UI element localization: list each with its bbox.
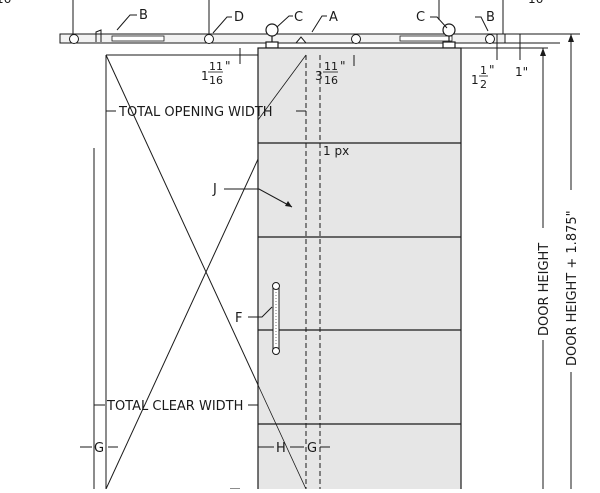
label-d: D: [234, 10, 244, 25]
leader-f: [248, 306, 273, 318]
door-height-arrow: [540, 48, 546, 56]
door-height-label: DOOR HEIGHT: [537, 243, 552, 336]
center-offset-fraction: 3 11 16 ": [315, 59, 346, 87]
center-offset-den: 16: [324, 74, 338, 87]
stopper-a: [294, 36, 308, 44]
door-panel: [257, 47, 462, 493]
door-height-dim-lines: [461, 34, 572, 489]
rail-slot-left: [111, 35, 165, 42]
center-offset-whole: 3: [315, 69, 323, 83]
door-hidden-lines: [305, 55, 321, 489]
center-offset-unit: ": [340, 59, 346, 73]
right-offset-fraction: 1 1 2 ": [471, 63, 495, 91]
label-c-right: C: [416, 10, 425, 25]
leader-j: [224, 188, 293, 208]
door-planks: [258, 142, 461, 425]
gap-1px-label: 1 px: [323, 144, 349, 158]
door-height-plus-label: DOOR HEIGHT + 1.875": [565, 210, 580, 366]
rail-slot-right: [399, 35, 453, 42]
door-height-plus-arrow: [568, 34, 574, 42]
label-c-left: C: [294, 10, 303, 25]
rail-fasteners: [69, 34, 495, 44]
right-offset-unit: ": [489, 63, 495, 77]
opening-x-overlay: [257, 54, 307, 490]
right-offset-whole: 1: [471, 73, 479, 87]
label-j: J: [212, 182, 217, 197]
top-leader-lines: [116, 14, 489, 34]
label-g-right: G: [307, 441, 317, 456]
total-clear-width-label: TOTAL CLEAR WIDTH: [106, 399, 243, 414]
track-rail: [59, 33, 506, 44]
label-g-left: G: [94, 441, 104, 456]
center-offset-num: 11: [324, 60, 338, 73]
left-offset-whole: 1: [201, 69, 209, 83]
top-right-cut-text: 16: [528, 0, 543, 6]
label-b-left: B: [139, 8, 148, 23]
label-a: A: [329, 10, 338, 25]
label-h: H: [276, 441, 286, 456]
top-offset-dim-lines: [239, 48, 355, 66]
top-left-cut-text: 16: [0, 0, 11, 6]
label-b-right: B: [486, 10, 495, 25]
left-offset-unit: ": [225, 59, 231, 73]
left-offset-num: 11: [209, 60, 223, 73]
total-opening-width-label: TOTAL OPENING WIDTH: [118, 105, 273, 120]
left-offset-fraction: 1 11 16 ": [201, 59, 231, 87]
leader-j-arrow: [285, 201, 292, 207]
left-offset-den: 16: [209, 74, 223, 87]
right-offset-num: 1: [480, 64, 487, 77]
stop-block: [95, 29, 102, 42]
right-offset-den: 2: [480, 78, 487, 91]
label-f: F: [235, 311, 242, 326]
right-small-dim-lines: [496, 33, 580, 60]
one-inch-dim: 1": [515, 65, 528, 79]
top-extension-lines: [72, 0, 504, 34]
